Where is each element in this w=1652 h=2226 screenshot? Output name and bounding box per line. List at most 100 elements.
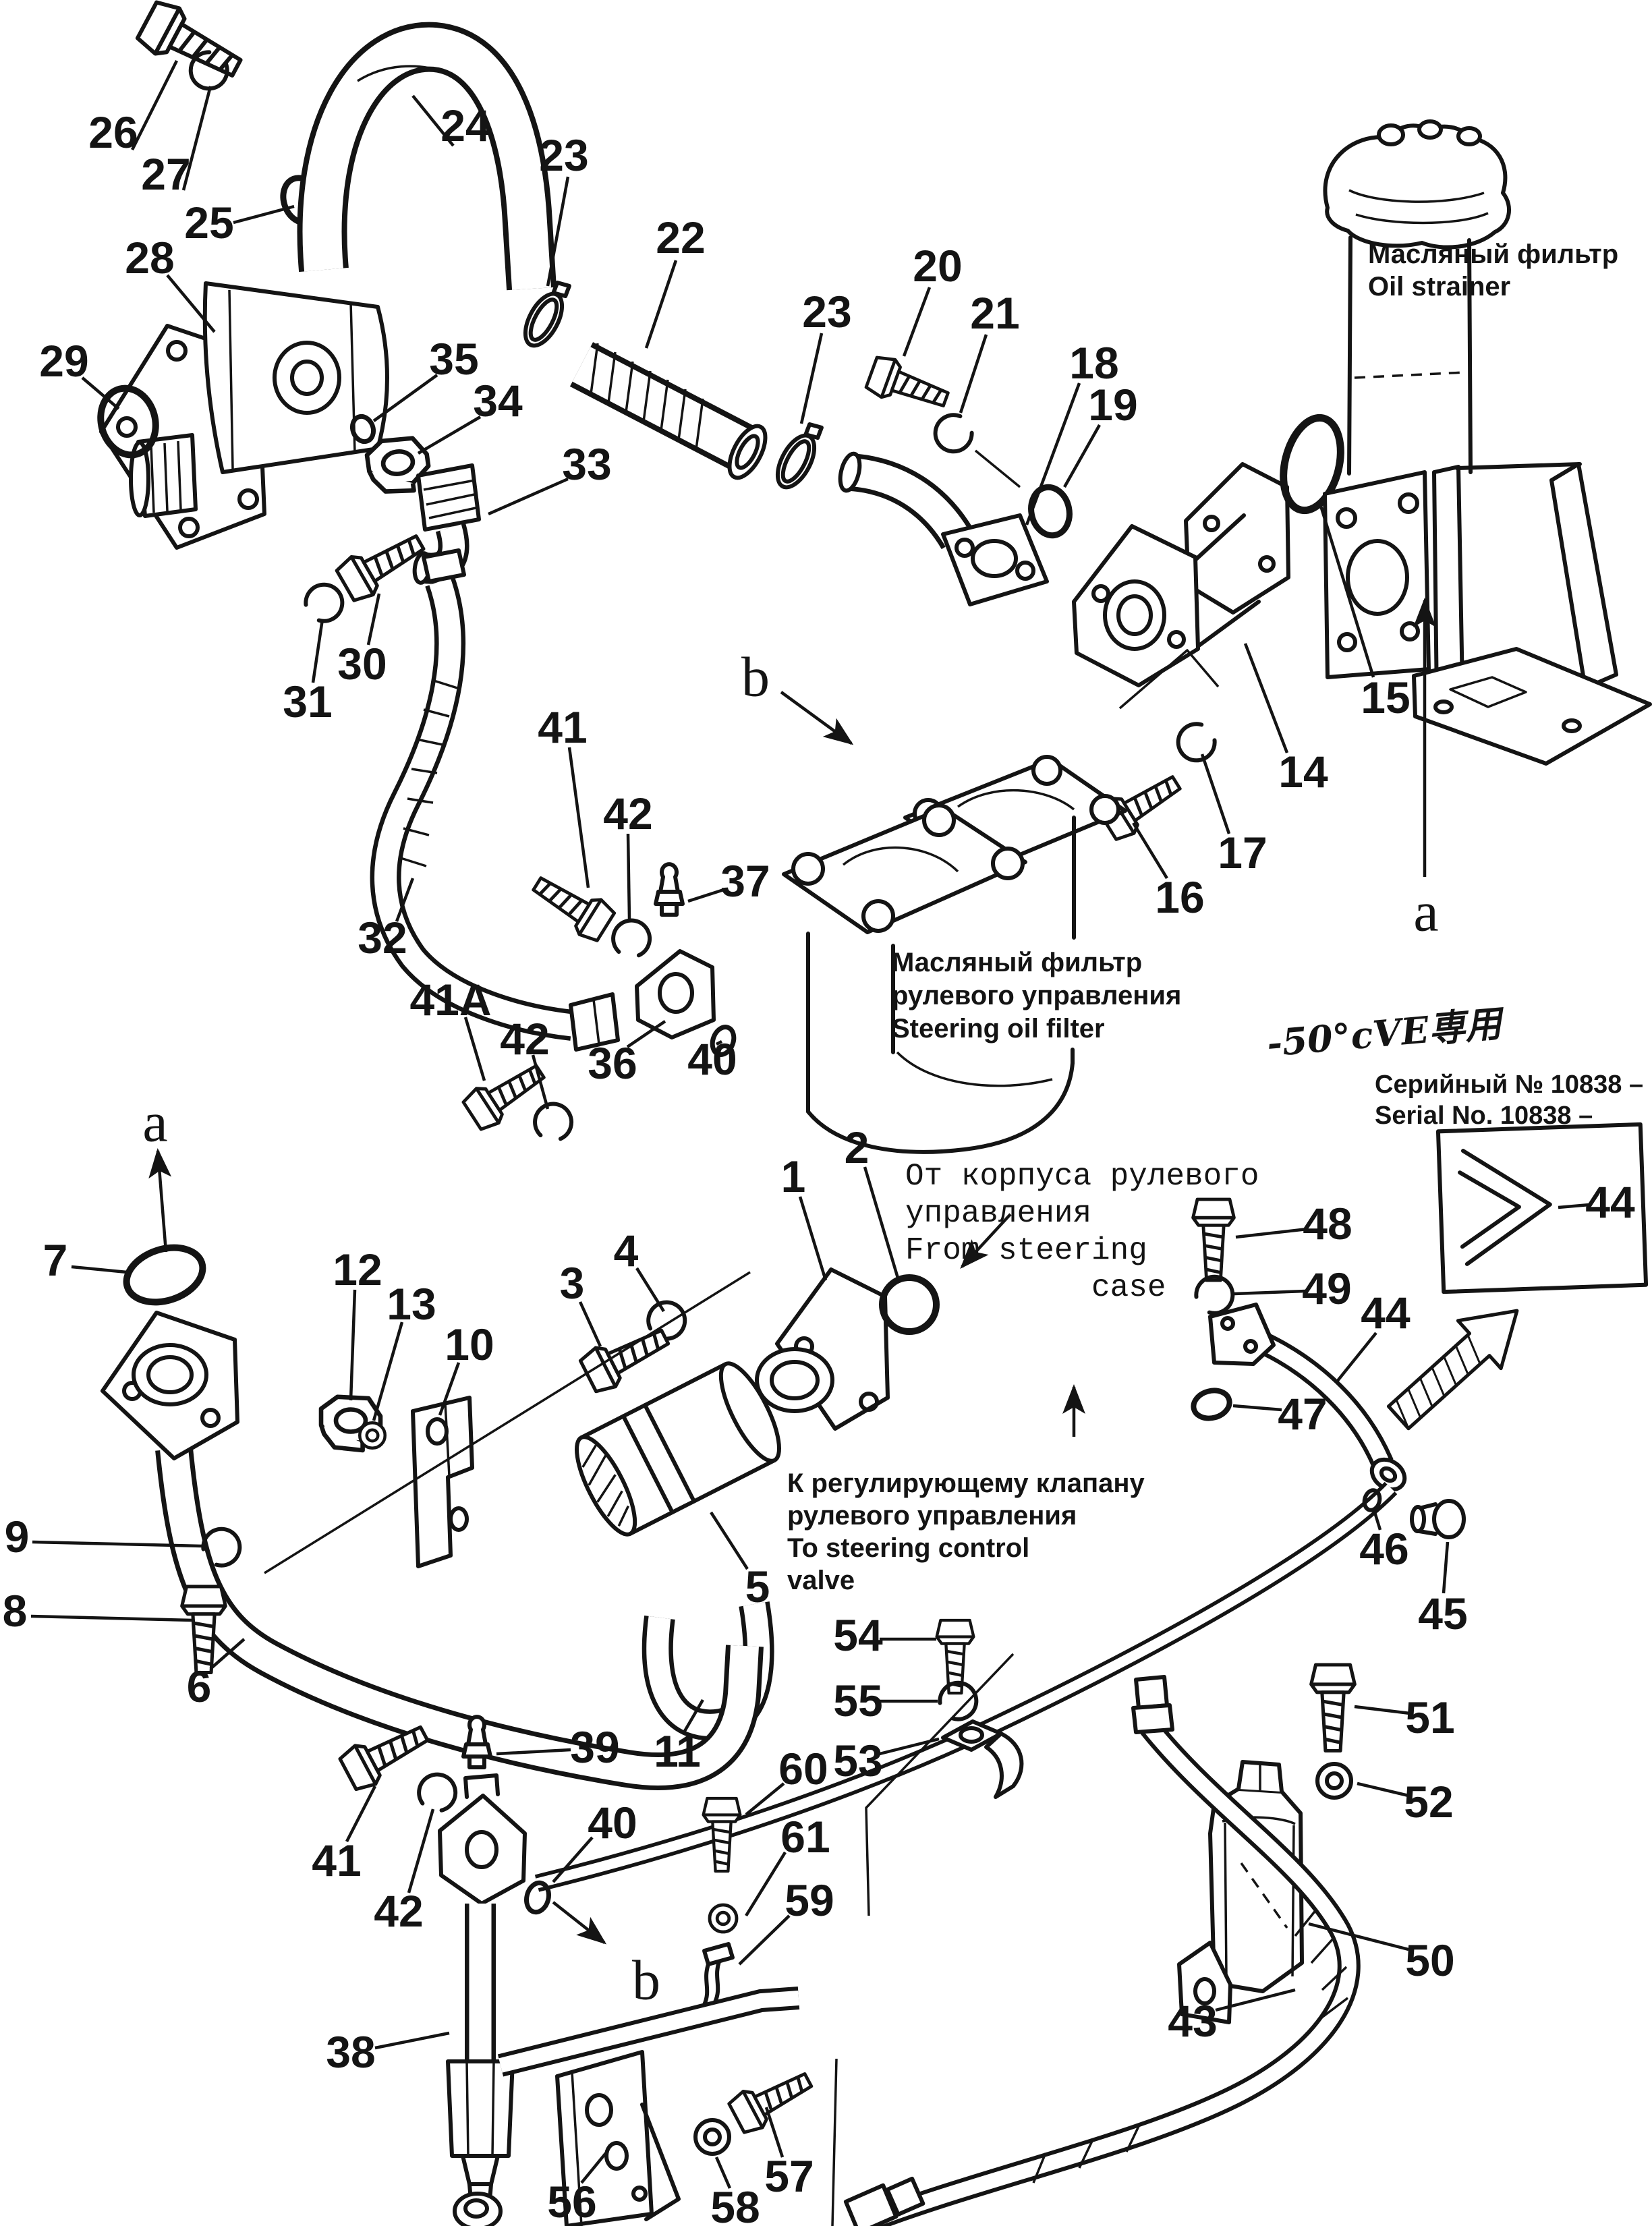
callout-44: 44	[1361, 1288, 1411, 1338]
part-pipe-38	[438, 1773, 527, 2226]
leader-42	[407, 1808, 435, 1893]
callout-59: 59	[785, 1875, 834, 1925]
leader-30	[366, 593, 381, 646]
callout-layer: 2627252829242322232021181915141716353433…	[3, 59, 1643, 2226]
handwritten-note: -50°cVE専用	[1265, 1001, 1508, 1065]
part-oring-7	[123, 1244, 206, 1306]
part-oring-35	[349, 413, 376, 445]
leader-35	[372, 374, 438, 422]
callout-5: 5	[745, 1562, 770, 1611]
leader-20	[902, 287, 932, 357]
callout-33: 33	[562, 439, 611, 489]
callout-8: 8	[3, 1586, 28, 1636]
callout-3: 3	[560, 1258, 585, 1308]
leader-6	[209, 1638, 246, 1670]
leader-25	[233, 204, 295, 225]
part-hose-43	[843, 1675, 1361, 2226]
leader-44	[1558, 1203, 1590, 1209]
detail-box-44	[1435, 1122, 1649, 1294]
callout-16: 16	[1155, 872, 1204, 922]
part-bolt-48	[1193, 1199, 1234, 1280]
leader-49	[1234, 1289, 1307, 1296]
leader-22	[644, 260, 678, 349]
callout-27: 27	[141, 149, 190, 199]
callout-6: 6	[187, 1661, 212, 1711]
serial-note-line-1: Серийный № 10838 –	[1375, 1071, 1643, 1099]
leader-39	[496, 1748, 571, 1756]
part-banjo-36	[635, 949, 716, 1039]
callout-12: 12	[333, 1245, 382, 1294]
callout-52: 52	[1404, 1777, 1453, 1827]
part-pump-28	[99, 281, 389, 550]
section-line-2	[865, 1653, 1015, 1916]
leader-1	[798, 1196, 828, 1281]
page-continues-arrow	[1386, 1309, 1519, 1431]
part-bolt-41A	[461, 1054, 551, 1133]
leader-36	[626, 1020, 666, 1048]
callout-40: 40	[687, 1034, 737, 1084]
callout-41A: 41A	[409, 975, 491, 1025]
part-hose-32	[370, 548, 620, 1052]
part-oring-15	[1280, 413, 1344, 515]
leader-47	[1232, 1404, 1282, 1412]
leader-37	[687, 887, 727, 903]
callout-13: 13	[387, 1279, 436, 1329]
arrow-a-left	[148, 1148, 172, 1253]
leader-59	[738, 1914, 791, 1966]
part-snapring-42b	[533, 1101, 575, 1140]
leader-28	[166, 274, 216, 333]
callout-29: 29	[39, 336, 88, 386]
leader-42	[531, 1054, 550, 1110]
callout-17: 17	[1218, 828, 1267, 878]
part-spacer-14	[1072, 462, 1290, 687]
steering-filter-note-line-2: рулевого управления	[892, 981, 1181, 1010]
handwritten-note-line-1: -50°cVE専用	[1265, 1001, 1508, 1065]
part-oring-29	[97, 384, 159, 459]
callout-42: 42	[374, 1886, 423, 1936]
callout-20: 20	[913, 241, 962, 291]
leader-15	[1319, 505, 1375, 678]
part-snapring-55	[935, 1676, 984, 1725]
callout-39: 39	[570, 1722, 619, 1772]
from-steering-note-line-3: From steering	[905, 1233, 1147, 1268]
leader-48	[1235, 1227, 1308, 1239]
arrow-b-top	[780, 691, 854, 745]
leader-31	[311, 619, 324, 683]
callout-36: 36	[588, 1038, 637, 1088]
part-bolt-41	[526, 867, 617, 944]
callout-23: 23	[802, 287, 851, 337]
leader-26	[130, 59, 179, 151]
leader-17	[1200, 753, 1231, 834]
callout-7: 7	[43, 1235, 68, 1285]
leader-41	[345, 1785, 377, 1843]
leader-24	[411, 94, 455, 147]
callout-2: 2	[845, 1122, 870, 1172]
arrow-from-steering	[960, 1213, 1012, 1269]
part-bolt-51	[1311, 1665, 1355, 1751]
callout-14: 14	[1278, 747, 1328, 797]
callout-9: 9	[5, 1512, 30, 1562]
callout-42: 42	[500, 1014, 549, 1064]
part-flange-1	[755, 1267, 890, 1431]
callout-60: 60	[778, 1744, 828, 1794]
leader-41	[567, 747, 590, 888]
callout-61: 61	[780, 1812, 830, 1862]
from-steering-note-line-2: управления	[905, 1196, 1091, 1231]
part-washer-52	[1317, 1764, 1351, 1798]
leader-23	[799, 333, 824, 424]
leader-12	[349, 1289, 357, 1401]
part-oring-46	[1362, 1488, 1382, 1512]
callout-22: 22	[656, 212, 705, 262]
callout-a: a	[142, 1091, 167, 1154]
leader-9	[32, 1540, 203, 1548]
callout-53: 53	[833, 1736, 882, 1786]
leader-46	[1373, 1512, 1382, 1531]
leader-45	[1442, 1541, 1450, 1594]
part-clip-59	[702, 1942, 735, 2007]
part-pipe-run-bottom	[497, 1987, 800, 2077]
part-plug-45	[1410, 1499, 1466, 1539]
